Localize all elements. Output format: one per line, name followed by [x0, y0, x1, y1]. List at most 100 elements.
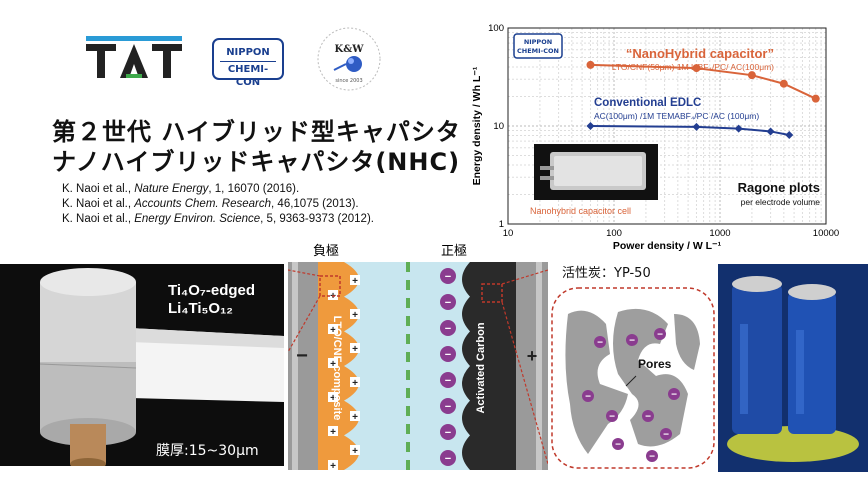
data-point	[766, 127, 775, 136]
anion-sign: −	[445, 375, 451, 387]
y-tick-label: 100	[488, 23, 504, 34]
pore-anion-sign: −	[657, 330, 663, 341]
tat-logo	[86, 36, 182, 80]
anion-sign: −	[445, 349, 451, 361]
data-point	[779, 79, 788, 88]
pore-anion-sign: −	[645, 412, 651, 423]
pore-anion-marker	[668, 388, 680, 400]
reference-item: K. Naoi et al., Nature Energy, 1, 16070 …	[62, 183, 300, 195]
film-thickness-label: 膜厚:15~30μm	[156, 443, 259, 459]
kw-logo-text: K&W	[335, 44, 365, 55]
li-ion-marker	[328, 426, 338, 436]
positive-electrode-label: 正極	[441, 243, 467, 259]
anion-sign: −	[445, 453, 451, 465]
pore-anion-marker	[654, 328, 666, 340]
anion-sign: −	[445, 271, 451, 283]
pore-anion-marker	[606, 410, 618, 422]
data-point	[692, 64, 701, 73]
li-ion-marker	[350, 309, 360, 319]
reference-list: K. Naoi et al., Nature Energy, 1, 16070 …	[62, 182, 374, 227]
li-ion-marker	[328, 460, 338, 470]
series-label-edlc: Conventional EDLC	[594, 97, 701, 109]
annotation-ragone-title: Ragone plots	[738, 180, 820, 195]
x-tick-label: 10	[503, 228, 514, 239]
li-ion-marker	[328, 290, 338, 300]
li-ion-marker	[350, 377, 360, 387]
anion-marker	[440, 450, 456, 466]
series-label-nanohybrid: “NanoHybrid capacitor”	[626, 46, 774, 61]
capacitor-cells-photo	[718, 264, 868, 472]
reference-item: K. Naoi et al., Accounts Chem. Research,…	[62, 198, 359, 210]
anion-marker	[440, 268, 456, 284]
chart-logo-line1: NIPPON	[524, 38, 552, 46]
pores-label: Pores	[638, 357, 672, 371]
data-point	[785, 130, 794, 139]
li-ion-marker	[328, 358, 338, 368]
li-ion-sign: +	[352, 378, 358, 389]
pore-anion-sign: −	[649, 452, 655, 463]
li-ion-sign: +	[330, 427, 336, 438]
page-title-line1: 第２世代 ハイブリッド型キャパシタ	[52, 118, 461, 146]
anion-sign: −	[445, 323, 451, 335]
data-point	[586, 60, 595, 69]
anion-sign: −	[445, 401, 451, 413]
anion-marker	[440, 294, 456, 310]
chart-logo-line2: CHEMI-CON	[517, 47, 559, 55]
electrode-roll-photo: Ti₄O₇-edged Li₄Ti₅O₁₂ 膜厚:15~30μm	[0, 264, 284, 466]
li-ion-sign: +	[352, 446, 358, 457]
nippon-logo-line1: NIPPON	[226, 47, 270, 58]
anion-marker	[440, 346, 456, 362]
pore-anion-marker	[660, 428, 672, 440]
li-ion-sign: +	[352, 310, 358, 321]
pore-anion-sign: −	[671, 390, 677, 401]
anion-marker	[440, 320, 456, 336]
data-point	[734, 124, 743, 133]
li-ion-marker	[328, 324, 338, 334]
activated-carbon-title: 活性炭：YP-50	[562, 266, 651, 281]
anion-marker	[440, 372, 456, 388]
pore-anion-marker	[646, 450, 658, 462]
data-point	[811, 94, 820, 103]
li-ion-sign: +	[330, 359, 336, 370]
kw-logo-year: since 2003	[335, 78, 362, 84]
pores-panel: 活性炭：YP-50 Pores −−−−−−−−−−	[548, 262, 718, 472]
li-ion-sign: +	[352, 276, 358, 287]
pore-anion-marker	[594, 336, 606, 348]
li-ion-marker	[350, 275, 360, 285]
page-title-line2: ナノハイブリッドキャパシタ(NHC)	[52, 148, 461, 176]
nanohybrid-cell-photo	[534, 144, 658, 200]
x-tick-label: 10000	[813, 228, 839, 239]
pore-anion-sign: −	[615, 440, 621, 451]
li-ion-sign: +	[352, 344, 358, 355]
pore-anion-sign: −	[597, 338, 603, 349]
activated-carbon-label: Activated Carbon	[475, 322, 487, 413]
pore-anion-marker	[626, 334, 638, 346]
pore-anion-sign: −	[585, 392, 591, 403]
roll-material-label: Ti₄O₇-edged Li₄Ti₅O₁₂	[168, 282, 256, 317]
nippon-logo-line2: CHEMI-CON	[220, 61, 276, 89]
li-ion-marker	[350, 343, 360, 353]
annotation-ragone-sub: per electrode volume	[741, 197, 821, 207]
li-ion-marker	[350, 411, 360, 421]
x-tick-label: 1000	[709, 228, 730, 239]
x-tick-label: 100	[606, 228, 622, 239]
li-ion-marker	[350, 445, 360, 455]
positive-terminal-sign: +	[527, 346, 538, 366]
pore-anion-sign: −	[609, 412, 615, 423]
li-ion-sign: +	[330, 461, 336, 470]
anion-marker	[440, 424, 456, 440]
pore-anion-marker	[642, 410, 654, 422]
cell-schematic: 負極 正極 ++++++++++++ −−−−−−−− − + LTO/CNF …	[287, 240, 549, 472]
y-axis-label: Energy density / Wh L⁻¹	[471, 66, 483, 185]
pore-anion-marker	[582, 390, 594, 402]
x-axis-label: Power density / W L⁻¹	[613, 240, 722, 252]
reference-item: K. Naoi et al., Energy Environ. Science,…	[62, 213, 374, 225]
kw-logo: K&W since 2003	[316, 26, 382, 92]
y-tick-label: 1	[499, 219, 504, 230]
li-ion-sign: +	[352, 412, 358, 423]
data-point	[692, 122, 701, 131]
inset-caption: Nanohybrid capacitor cell	[530, 206, 631, 216]
li-ion-marker	[328, 392, 338, 402]
